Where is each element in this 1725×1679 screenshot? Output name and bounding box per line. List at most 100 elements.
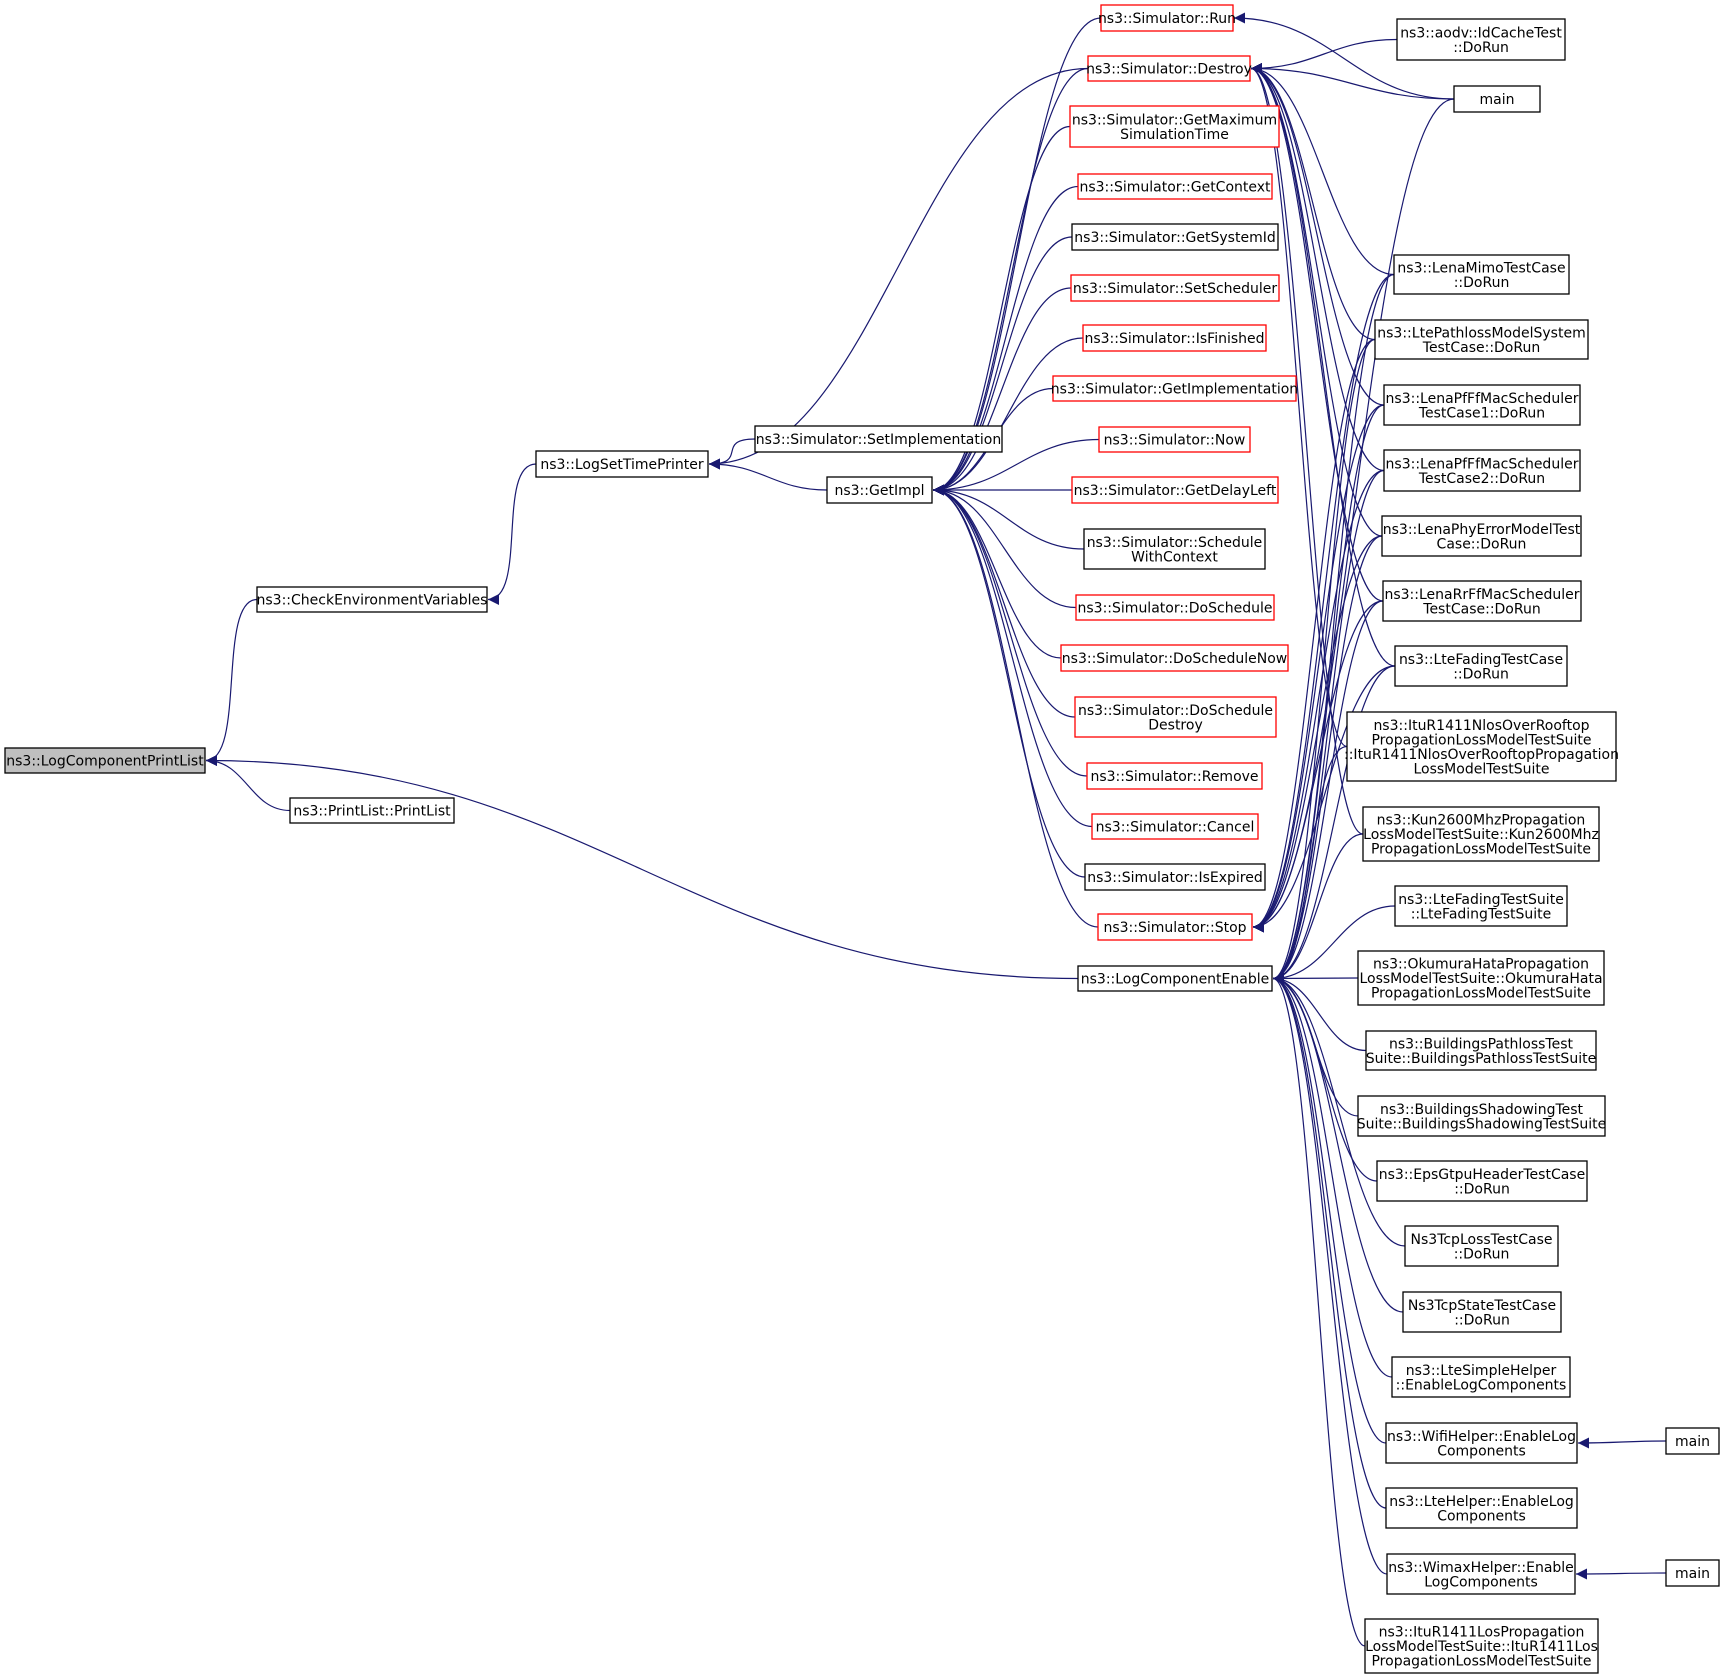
node-box[interactable] xyxy=(1394,645,1568,687)
node-box[interactable] xyxy=(1071,223,1279,251)
node-kun2600[interactable]: ns3::Kun2600MhzPropagationLossModelTestS… xyxy=(1362,806,1600,862)
node-box[interactable] xyxy=(1075,594,1275,621)
node-box[interactable] xyxy=(1374,319,1589,360)
node-do-schedule[interactable]: ns3::Simulator::DoSchedule xyxy=(1075,594,1275,621)
node-box[interactable] xyxy=(256,586,488,613)
node-box[interactable] xyxy=(1383,449,1581,492)
node-get-context[interactable]: ns3::Simulator::GetContext xyxy=(1077,173,1273,200)
node-box[interactable] xyxy=(1357,950,1605,1006)
node-box[interactable] xyxy=(1098,426,1251,453)
node-box[interactable] xyxy=(1385,1422,1578,1464)
node-main1[interactable]: main xyxy=(1453,85,1541,113)
node-buildings-shadowing[interactable]: ns3::BuildingsShadowingTestSuite::Buildi… xyxy=(1357,1095,1606,1137)
node-set-scheduler[interactable]: ns3::Simulator::SetScheduler xyxy=(1070,274,1280,302)
node-box[interactable] xyxy=(1386,1553,1576,1595)
node-box[interactable] xyxy=(1362,806,1600,862)
node-box[interactable] xyxy=(1404,1225,1559,1267)
node-is-finished[interactable]: ns3::Simulator::IsFinished xyxy=(1082,324,1267,352)
node-box[interactable] xyxy=(1396,18,1566,61)
node-box[interactable] xyxy=(1382,580,1582,622)
node-eps-gtpu[interactable]: ns3::EpsGtpuHeaderTestCase::DoRun xyxy=(1376,1160,1588,1202)
node-check-environment-variables[interactable]: ns3::CheckEnvironmentVariables xyxy=(256,586,488,613)
node-box[interactable] xyxy=(289,797,455,824)
node-get-implementation[interactable]: ns3::Simulator::GetImplementation xyxy=(1051,375,1298,402)
node-is-expired[interactable]: ns3::Simulator::IsExpired xyxy=(1084,863,1266,891)
node-lte-pathloss[interactable]: ns3::LtePathlossModelSystemTestCase::DoR… xyxy=(1374,319,1589,360)
node-box[interactable] xyxy=(1385,1487,1578,1529)
node-set-implementation[interactable]: ns3::Simulator::SetImplementation xyxy=(754,425,1003,453)
node-log-component-print-list[interactable]: ns3::LogComponentPrintList xyxy=(4,747,206,774)
node-lena-pf1[interactable]: ns3::LenaPfFfMacSchedulerTestCase1::DoRu… xyxy=(1383,384,1581,426)
node-box[interactable] xyxy=(1394,885,1568,927)
node-box[interactable] xyxy=(1082,324,1267,352)
node-print-list[interactable]: ns3::PrintList::PrintList xyxy=(289,797,455,824)
node-log-component-enable[interactable]: ns3::LogComponentEnable xyxy=(1077,965,1273,992)
node-okumura[interactable]: ns3::OkumuraHataPropagationLossModelTest… xyxy=(1357,950,1605,1006)
node-box[interactable] xyxy=(1091,813,1259,840)
node-box[interactable] xyxy=(1453,85,1541,113)
node-main3[interactable]: main xyxy=(1665,1559,1720,1587)
node-lena-pf2[interactable]: ns3::LenaPfFfMacSchedulerTestCase2::DoRu… xyxy=(1383,449,1581,492)
node-box[interactable] xyxy=(826,476,933,504)
node-wifi-helper[interactable]: ns3::WifiHelper::EnableLogComponents xyxy=(1385,1422,1578,1464)
node-tcp-state[interactable]: Ns3TcpStateTestCase::DoRun xyxy=(1402,1291,1562,1333)
node-box[interactable] xyxy=(1070,274,1280,302)
node-remove[interactable]: ns3::Simulator::Remove xyxy=(1086,762,1263,790)
node-get-system-id[interactable]: ns3::Simulator::GetSystemId xyxy=(1071,223,1279,251)
node-now[interactable]: ns3::Simulator::Now xyxy=(1098,426,1251,453)
node-box[interactable] xyxy=(754,425,1003,453)
node-get-impl[interactable]: ns3::GetImpl xyxy=(826,476,933,504)
node-tcp-loss[interactable]: Ns3TcpLossTestCase::DoRun xyxy=(1404,1225,1559,1267)
node-box[interactable] xyxy=(1665,1427,1720,1455)
node-box[interactable] xyxy=(1069,105,1280,148)
node-box[interactable] xyxy=(1376,1160,1588,1202)
node-lte-helper[interactable]: ns3::LteHelper::EnableLogComponents xyxy=(1385,1487,1578,1529)
node-box[interactable] xyxy=(535,450,709,478)
node-box[interactable] xyxy=(1097,913,1253,941)
node-box[interactable] xyxy=(1100,4,1234,32)
node-wimax-helper[interactable]: ns3::WimaxHelper::EnableLogComponents xyxy=(1386,1553,1576,1595)
node-do-schedule-now[interactable]: ns3::Simulator::DoScheduleNow xyxy=(1060,644,1289,672)
node-box[interactable] xyxy=(1665,1559,1720,1587)
node-box[interactable] xyxy=(1402,1291,1562,1333)
node-box[interactable] xyxy=(1060,644,1289,672)
node-box[interactable] xyxy=(1365,1030,1597,1071)
node-log-set-time-printer[interactable]: ns3::LogSetTimePrinter xyxy=(535,450,709,478)
node-box[interactable] xyxy=(1346,711,1617,782)
node-box[interactable] xyxy=(1391,1356,1571,1398)
node-box[interactable] xyxy=(1357,1095,1606,1137)
node-itu-los[interactable]: ns3::ItuR1411LosPropagationLossModelTest… xyxy=(1364,1618,1599,1674)
node-box[interactable] xyxy=(1077,965,1273,992)
node-box[interactable] xyxy=(1087,55,1251,82)
node-box[interactable] xyxy=(1074,696,1277,738)
node-box[interactable] xyxy=(1084,863,1266,891)
node-box[interactable] xyxy=(1086,762,1263,790)
node-stop[interactable]: ns3::Simulator::Stop xyxy=(1097,913,1253,941)
node-box[interactable] xyxy=(1077,173,1273,200)
node-lena-mimo[interactable]: ns3::LenaMimoTestCase::DoRun xyxy=(1393,254,1570,295)
node-itu-nlos[interactable]: ns3::ItuR1411NlosOverRooftopPropagationL… xyxy=(1344,711,1619,782)
node-box[interactable] xyxy=(1364,1618,1599,1674)
node-lte-fading-case[interactable]: ns3::LteFadingTestCase::DoRun xyxy=(1394,645,1568,687)
node-id-cache-test[interactable]: ns3::aodv::IdCacheTest::DoRun xyxy=(1396,18,1566,61)
node-box[interactable] xyxy=(1393,254,1570,295)
node-box[interactable] xyxy=(1381,515,1582,557)
node-run[interactable]: ns3::Simulator::Run xyxy=(1098,4,1236,32)
node-box[interactable] xyxy=(1383,384,1581,426)
node-box[interactable] xyxy=(4,747,206,774)
node-box[interactable] xyxy=(1071,476,1279,504)
node-main2[interactable]: main xyxy=(1665,1427,1720,1455)
node-cancel[interactable]: ns3::Simulator::Cancel xyxy=(1091,813,1259,840)
node-destroy[interactable]: ns3::Simulator::Destroy xyxy=(1086,55,1252,82)
node-box[interactable] xyxy=(1052,375,1297,402)
node-box[interactable] xyxy=(1083,528,1266,570)
node-get-delay-left[interactable]: ns3::Simulator::GetDelayLeft xyxy=(1071,476,1279,504)
node-lte-fading-suite[interactable]: ns3::LteFadingTestSuite::LteFadingTestSu… xyxy=(1394,885,1568,927)
node-buildings-pathloss[interactable]: ns3::BuildingsPathlossTestSuite::Buildin… xyxy=(1365,1030,1597,1071)
node-lte-simple[interactable]: ns3::LteSimpleHelper::EnableLogComponent… xyxy=(1391,1356,1571,1398)
